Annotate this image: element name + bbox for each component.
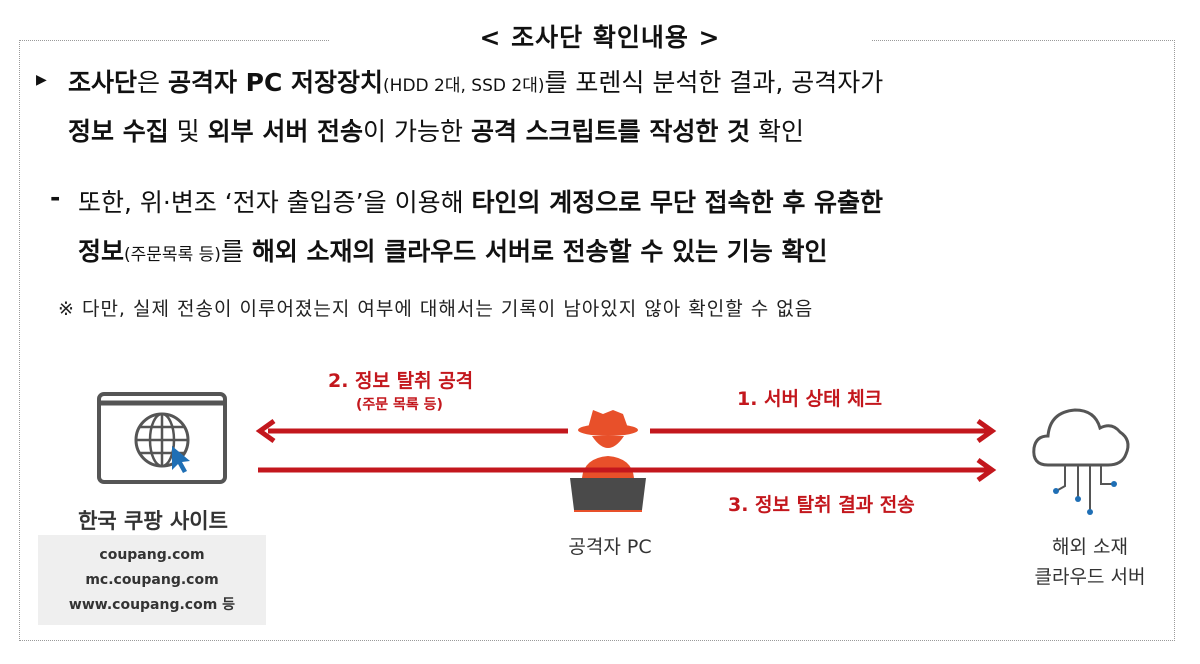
text-segment: 정보 [78,237,125,266]
text-segment: 또한, 위·변조 ‘전자 출입증’을 이용해 [78,188,472,217]
text-segment: 및 [168,117,208,146]
cloud-label-line2: 클라우드 서버 [1034,566,1146,588]
triangle-right-icon: ▶ [36,72,47,88]
text-segment: 해외 소재의 클라우드 서버로 전송할 수 있는 기능 확인 [251,237,828,266]
arrow-1-server-check [650,418,997,444]
site-domain-list: coupang.com mc.coupang.com www.coupang.c… [38,535,266,625]
paragraph2-line2: 정보(주문목록 등)를 해외 소재의 클라우드 서버로 전송할 수 있는 기능 … [78,232,827,268]
arrow1-label: 1. 서버 상태 체크 [737,388,883,410]
arrow3-label: 3. 정보 탈취 결과 전송 [728,494,915,516]
text-segment: 조사단 [68,68,138,97]
text-segment: 를 포렌식 분석한 결과, 공격자가 [544,68,884,97]
cloud-label-line1: 해외 소재 [1052,536,1128,558]
page-title: < 조사단 확인내용 > [0,18,1200,64]
text-segment: (HDD 2대, SSD 2대) [383,76,545,96]
footnote: ※ 다만, 실제 전송이 이루어졌는지 여부에 대해서는 기록이 남아있지 않아… [58,298,814,320]
arrow2-label: 2. 정보 탈취 공격 [328,370,474,392]
text-segment: 은 [137,68,168,97]
site-label: 한국 쿠팡 사이트 [78,509,228,533]
dash-marker: - [50,183,61,212]
domain-item: coupang.com [99,547,205,563]
paragraph1-line2: 정보 수집 및 외부 서버 전송이 가능한 공격 스크립트를 작성한 것 확인 [68,112,804,148]
domain-item: mc.coupang.com [85,572,219,588]
text-segment: 이 가능한 [363,117,471,146]
paragraph1-line1: 조사단은 공격자 PC 저장장치(HDD 2대, SSD 2대)를 포렌식 분석… [68,63,883,99]
attacker-label: 공격자 PC [568,536,652,558]
cloud-server-icon [1032,408,1130,515]
hacker-pc-icon [570,410,646,512]
text-segment: 타인의 계정으로 무단 접속한 후 유출한 [471,188,884,217]
text-segment: 공격자 PC 저장장치 [167,68,384,97]
browser-globe-icon [97,392,227,484]
text-segment: 공격 스크립트를 작성한 것 [470,117,751,146]
arrow2-sublabel: (주문 목록 등) [356,397,443,413]
text-segment: 를 [220,237,252,266]
paragraph2-line1: 또한, 위·변조 ‘전자 출입증’을 이용해 타인의 계정으로 무단 접속한 후… [78,183,883,219]
domain-item: www.coupang.com 등 [68,597,236,613]
title-text: < 조사단 확인내용 > [329,23,871,52]
arrow-2-info-theft [255,418,568,444]
arrow-3-result-transfer [258,457,997,483]
text-segment: (주문목록 등) [124,245,221,265]
text-segment: 정보 수집 [68,117,169,146]
text-segment: 외부 서버 전송 [207,117,364,146]
text-segment: 확인 [750,117,805,146]
